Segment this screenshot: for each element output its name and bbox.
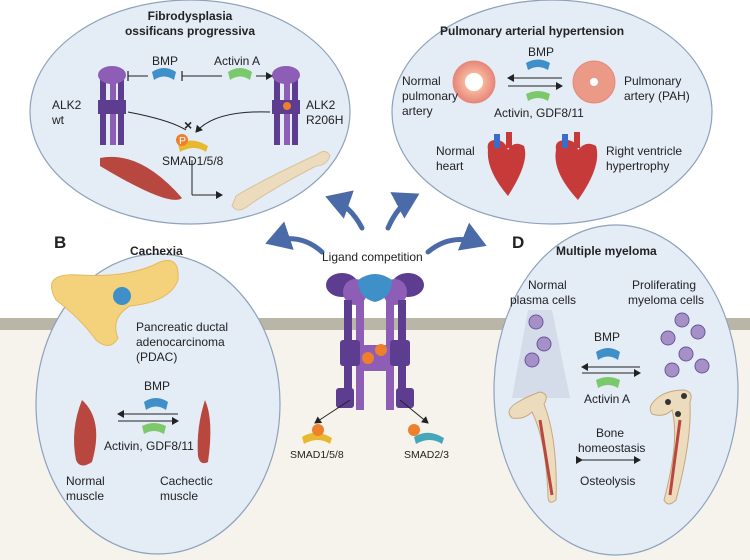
fop-bmp-label: BMP (152, 54, 179, 68)
alk2-wt-label-2: wt (52, 113, 64, 127)
normal-muscle-label-2: muscle (66, 489, 105, 503)
normal-artery-label-2: pulmonary (402, 89, 459, 103)
pah-graphics (452, 59, 616, 200)
cachexia-title: Cachexia (130, 244, 183, 258)
myeloma-bone-icon (649, 389, 692, 505)
cachexia-bmp-label: BMP (144, 379, 171, 393)
pdac-label-3: (PDAC) (136, 350, 178, 364)
svg-text:×: × (184, 117, 192, 133)
normal-muscle-label-1: Normal (66, 474, 105, 488)
pah-title: Pulmonary arterial hypertension (440, 24, 625, 38)
smad158-icon (302, 432, 332, 444)
alk2-mut-label-1: ALK2 (306, 98, 336, 112)
myeloma-graphics (508, 310, 710, 505)
normal-pc-label-1: Normal (528, 278, 567, 292)
activin-icon (228, 68, 252, 80)
normal-pc-label-2: plasma cells (510, 293, 577, 307)
pah-artery-label-1: Pulmonary (624, 74, 682, 88)
fop-title-line2: ossificans progressiva (124, 24, 256, 38)
prolif-label-2: myeloma cells (628, 293, 705, 307)
normal-muscle-icon (74, 400, 97, 466)
phospho-icon (362, 352, 374, 364)
pah-bubble (391, 0, 713, 225)
muscle-icon (100, 156, 182, 200)
smad23-label: SMAD2/3 (404, 449, 449, 461)
bmp-icon (152, 68, 176, 80)
cachexia-graphics (51, 260, 211, 466)
rvh-label-2: hypertrophy (606, 159, 670, 173)
alk2-wt-label-1: ALK2 (52, 98, 82, 112)
fop-graphics: × (98, 66, 331, 211)
myeloma-bmp-label: BMP (594, 330, 621, 344)
ligand-competition-arrows (265, 190, 487, 255)
cachectic-muscle-icon (197, 400, 211, 464)
normal-bone-icon (508, 391, 557, 503)
prolif-label-1: Proliferating (632, 278, 697, 292)
fop-activin-label: Activin A (214, 54, 261, 68)
smad23-icon (414, 432, 444, 444)
cachectic-muscle-label-1: Cachectic (160, 474, 213, 488)
cachexia-activin-label: Activin, GDF8/11 (104, 439, 194, 453)
pah-artery-label-2: artery (PAH) (624, 89, 690, 103)
central-receptor-complex (302, 273, 444, 444)
normal-artery-label-1: Normal (402, 74, 441, 88)
myeloma-title: Multiple myeloma (556, 244, 657, 258)
fop-phospho-label: P (179, 135, 187, 147)
smad158-label: SMAD1/5/8 (290, 449, 344, 461)
osteolysis-label: Osteolysis (580, 474, 636, 488)
bone-homeostasis-label-2: homeostasis (578, 441, 646, 455)
pdac-label-2: adenocarcinoma (136, 335, 225, 349)
fop-smad-label: SMAD1/5/8 (162, 154, 224, 168)
alk2-mut-label-2: R206H (306, 113, 344, 127)
pancreas-icon (51, 260, 179, 346)
cachectic-muscle-label-2: muscle (160, 489, 199, 503)
hypertrophic-heart-icon (555, 140, 598, 200)
ligand-icon (358, 274, 392, 302)
normal-heart-label-1: Normal (436, 144, 475, 158)
bone-homeostasis-label-1: Bone (596, 426, 625, 440)
phospho-icon (375, 344, 387, 356)
panel-letter-d: D (512, 233, 525, 252)
pah-bmp-label: BMP (528, 45, 555, 59)
tumor-icon (113, 287, 131, 305)
fop-title-line1: Fibrodysplasia (147, 9, 233, 23)
rvh-label-1: Right ventricle (606, 144, 683, 158)
normal-artery-label-3: artery (402, 104, 433, 118)
pah-activin-label: Activin, GDF8/11 (494, 106, 584, 120)
normal-heart-icon (487, 140, 526, 196)
panel-letter-b: B (54, 233, 67, 252)
normal-heart-label-2: heart (436, 159, 464, 173)
myeloma-activin-label: Activin A (584, 392, 631, 406)
ligand-competition-label: Ligand competition (322, 250, 423, 264)
pdac-label-1: Pancreatic ductal (136, 320, 229, 334)
bone-icon (231, 150, 331, 211)
